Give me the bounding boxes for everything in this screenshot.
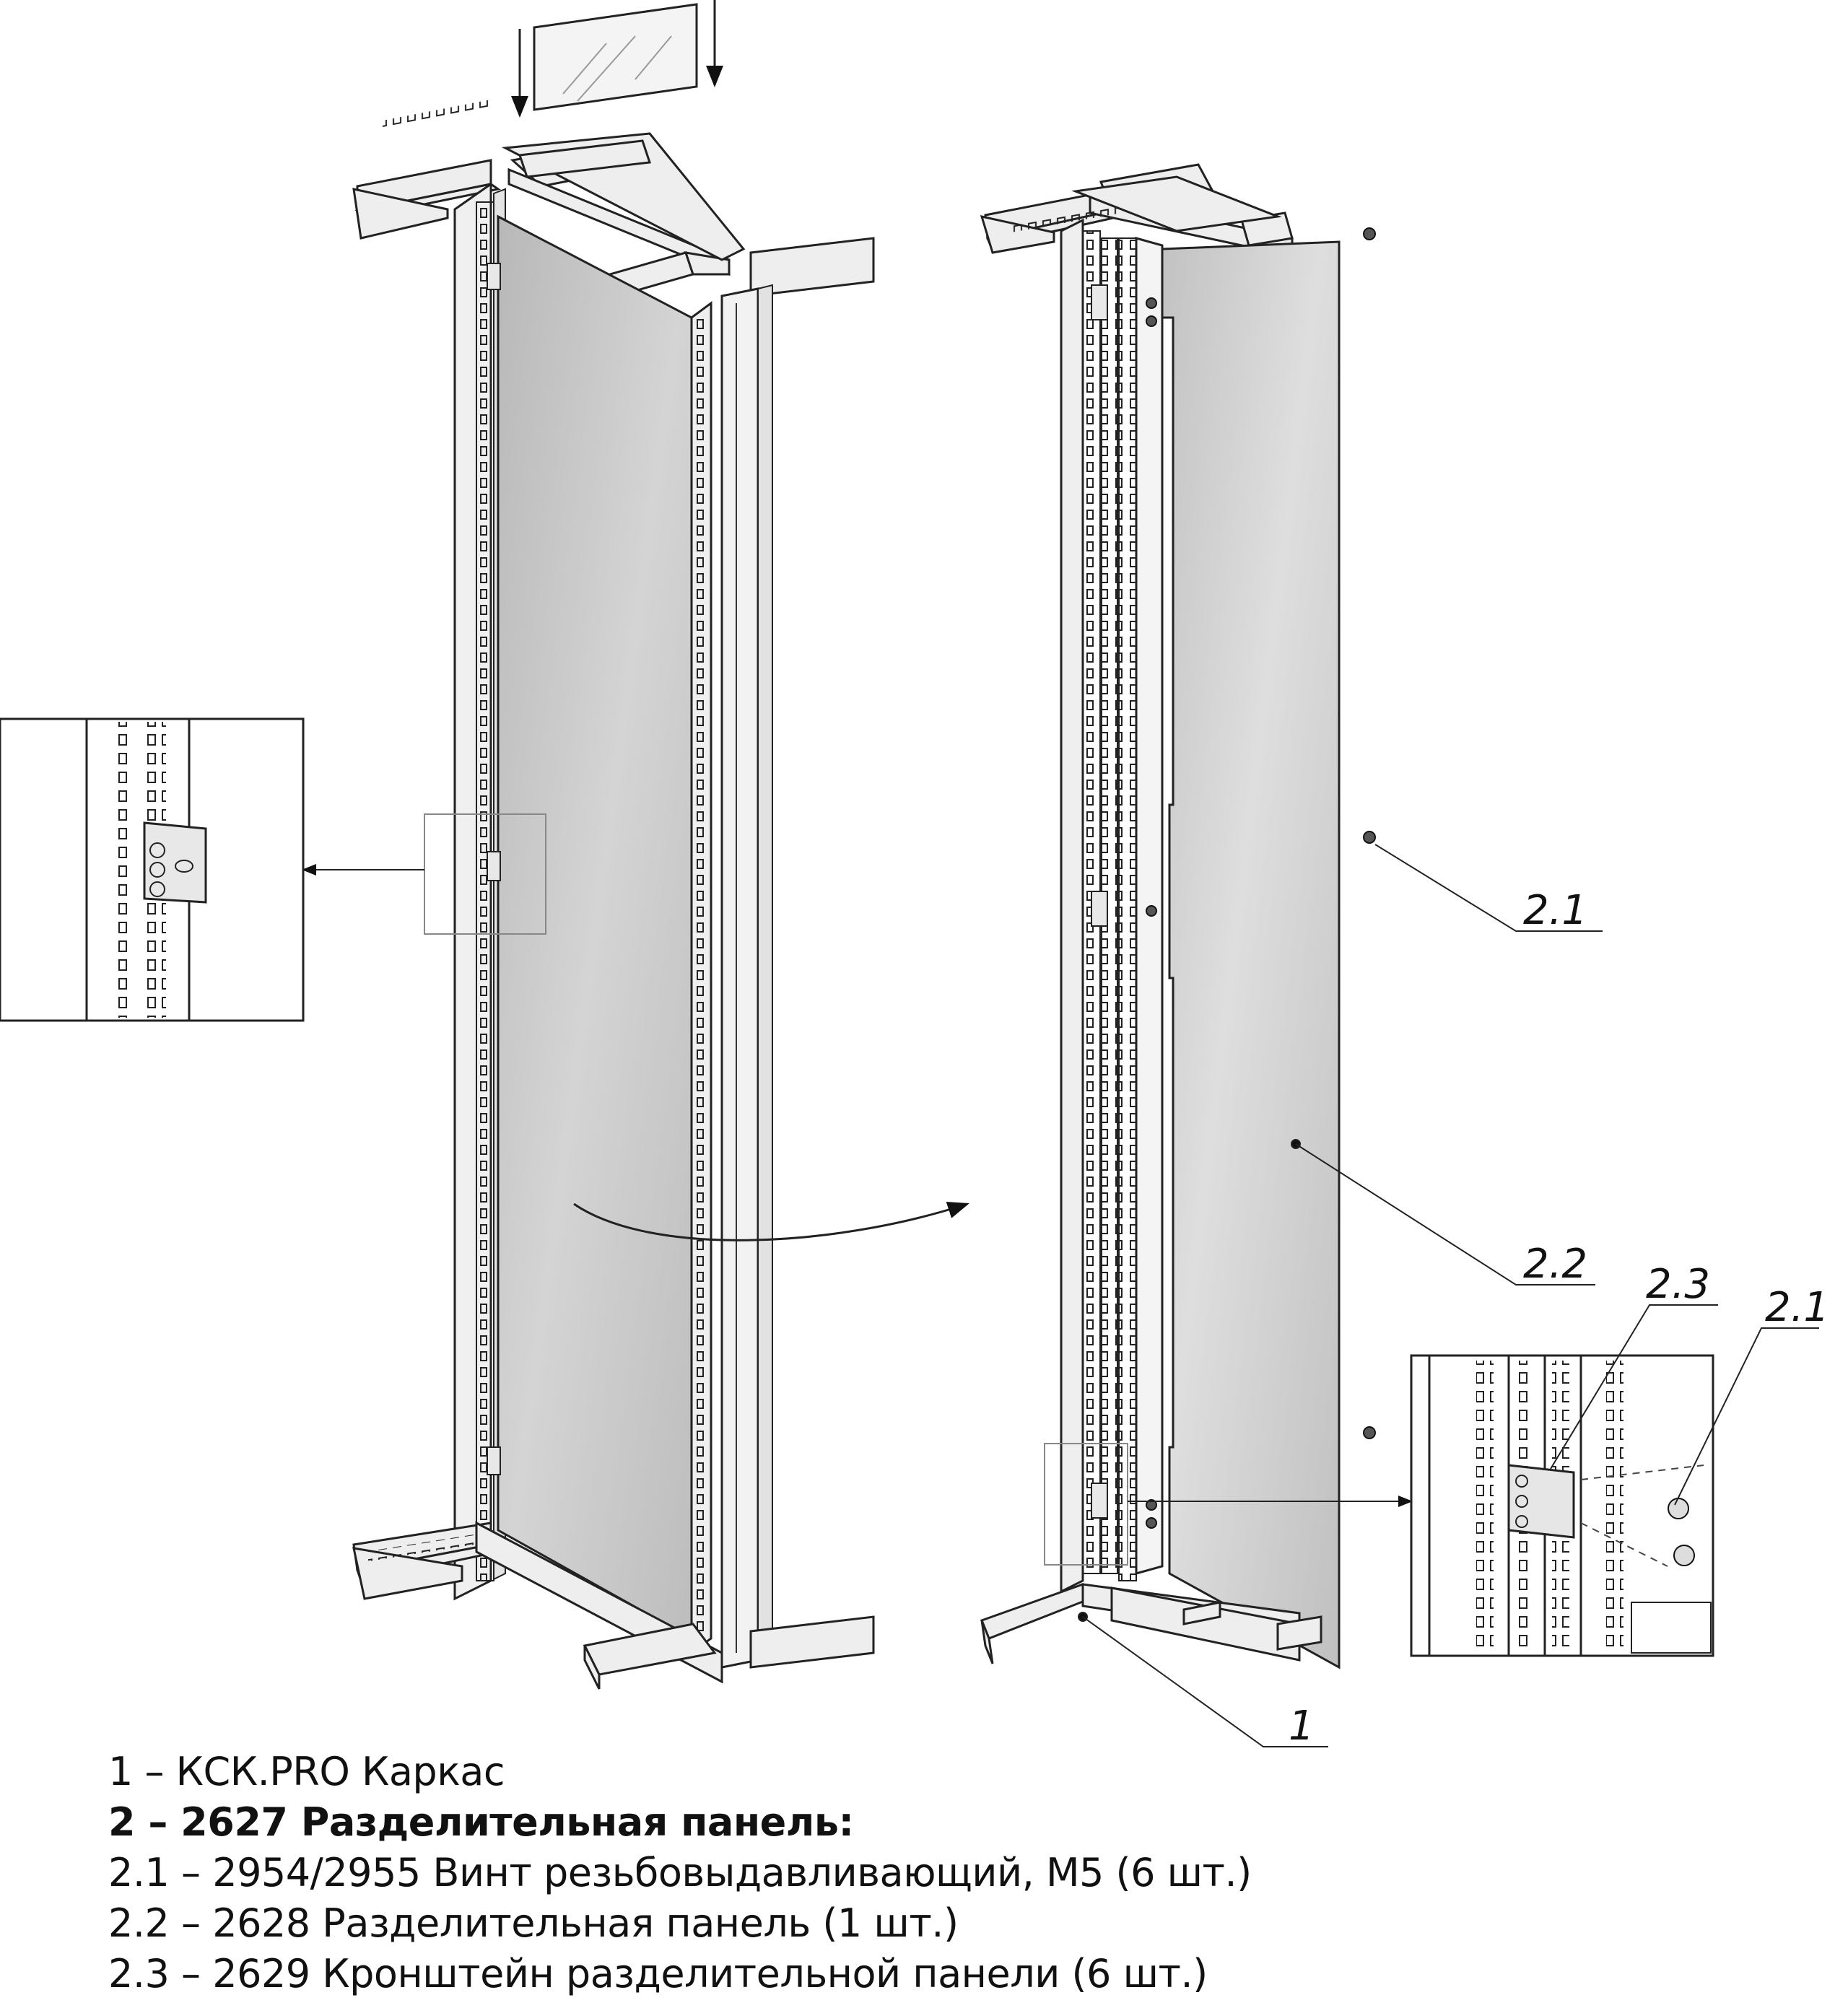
- legend-line-screw: 2.1 – 2954/2955 Винт резьбовыдавливающий…: [108, 1850, 1252, 1895]
- callout-2-3: 2.3: [1646, 1261, 1710, 1308]
- legend-line-bracket: 2.3 – 2629 Кронштейн разделительной пане…: [108, 1951, 1208, 1996]
- right-cabinet: [980, 163, 1413, 1669]
- screw-icon: [1146, 227, 1376, 1529]
- right-partition-panel: [1161, 240, 1341, 1669]
- left-detail-inset: [0, 717, 305, 1022]
- left-cabinet: [352, 0, 875, 1690]
- left-brackets: [487, 263, 501, 1475]
- left-top-frame: [352, 132, 875, 305]
- callout-2-1-upper: 2.1: [1523, 887, 1587, 934]
- right-detail-marker: [1044, 1443, 1128, 1566]
- legend-line-panel: 2.2 – 2628 Разделительная панель (1 шт.): [108, 1900, 959, 1946]
- inset-screw-icon: [1668, 1498, 1695, 1566]
- glass-pane: [511, 0, 723, 118]
- right-brackets: [1091, 284, 1108, 1519]
- callout-2-1-inset: 2.1: [1765, 1284, 1829, 1331]
- parts-legend: 1 – КСК.PRO Каркас 2 – 2627 Разделительн…: [108, 1747, 1769, 1999]
- right-detail-inset: [1410, 1354, 1714, 1657]
- legend-line-panel-kit: 2 – 2627 Разделительная панель:: [108, 1799, 854, 1845]
- right-bottom-frame: [980, 1583, 1322, 1664]
- callout-lines: [1078, 844, 1819, 1747]
- right-vertical-posts: [1060, 218, 1164, 1594]
- left-front-frame: [690, 284, 773, 1669]
- legend-line-frame: 1 – КСК.PRO Каркас: [108, 1749, 505, 1794]
- transition-arrow: [573, 1201, 969, 1241]
- left-partition-panel: [497, 214, 693, 1641]
- callout-2-2: 2.2: [1523, 1241, 1587, 1288]
- callout-1: 1: [1289, 1703, 1315, 1750]
- left-detail-marker: [424, 813, 546, 935]
